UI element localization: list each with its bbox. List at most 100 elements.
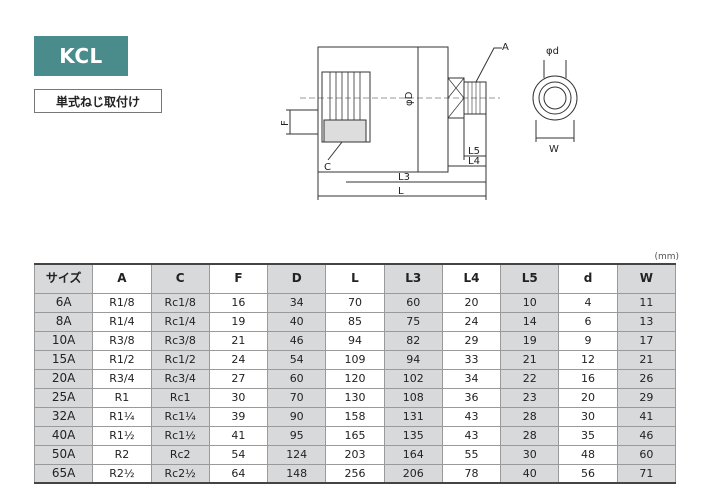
cell-L3: 102 <box>383 368 443 389</box>
cell-L4: 20 <box>441 292 502 313</box>
cell-d: 6 <box>558 311 618 332</box>
label-F: F <box>280 120 291 126</box>
cell-size: 15A <box>33 349 94 370</box>
cell-F: 24 <box>208 349 269 370</box>
cell-L3: 164 <box>383 444 443 465</box>
cell-d: 4 <box>558 292 618 313</box>
body-outline <box>317 46 449 173</box>
header-F: F <box>208 263 269 294</box>
cell-size: 65A <box>33 463 94 484</box>
cell-C: Rc1¼ <box>150 406 210 427</box>
cell-L4: 24 <box>441 311 502 332</box>
cell-L5: 30 <box>500 444 560 465</box>
model-name: KCL <box>59 44 103 68</box>
label-phi-d: φd <box>546 46 559 57</box>
cell-W: 71 <box>616 463 677 484</box>
cell-L4: 43 <box>441 406 502 427</box>
cell-F: 54 <box>208 444 269 465</box>
cell-C: Rc1 <box>150 387 210 408</box>
cell-size: 10A <box>33 330 94 351</box>
cell-d: 16 <box>558 368 618 389</box>
cell-C: Rc2 <box>150 444 210 465</box>
cell-F: 27 <box>208 368 269 389</box>
cell-D: 54 <box>267 349 327 370</box>
cell-D: 90 <box>267 406 327 427</box>
cell-L4: 55 <box>441 444 502 465</box>
cell-L: 130 <box>325 387 385 408</box>
label-A: A <box>502 42 509 53</box>
cell-D: 95 <box>267 425 327 446</box>
label-W: W <box>549 144 559 155</box>
cell-C: Rc3/8 <box>150 330 210 351</box>
cell-L: 120 <box>325 368 385 389</box>
cell-d: 30 <box>558 406 618 427</box>
unit-label: (mm) <box>654 252 679 262</box>
cell-D: 46 <box>267 330 327 351</box>
technical-drawing: A φd φD F C L3 L L4 L5 W <box>280 42 578 200</box>
cell-L4: 33 <box>441 349 502 370</box>
cell-size: 20A <box>33 368 94 389</box>
cell-d: 20 <box>558 387 618 408</box>
cell-L4: 34 <box>441 368 502 389</box>
cell-C: Rc1/4 <box>150 311 210 332</box>
cell-L5: 19 <box>500 330 560 351</box>
mounting-type-text: 単式ねじ取付け <box>55 94 140 109</box>
cell-F: 39 <box>208 406 269 427</box>
label-phi-D: φD <box>404 91 415 106</box>
cell-L: 85 <box>325 311 385 332</box>
cell-A: R2½ <box>92 463 152 484</box>
cell-F: 64 <box>208 463 269 484</box>
model-badge: KCL <box>34 36 128 76</box>
cell-W: 26 <box>616 368 677 389</box>
cell-L: 256 <box>325 463 385 484</box>
cell-W: 17 <box>616 330 677 351</box>
cell-size: 6A <box>33 292 94 313</box>
cell-size: 25A <box>33 387 94 408</box>
cell-F: 41 <box>208 425 269 446</box>
cell-L4: 78 <box>441 463 502 484</box>
cell-L4: 43 <box>441 425 502 446</box>
cell-L3: 131 <box>383 406 443 427</box>
cell-L3: 135 <box>383 425 443 446</box>
cell-A: R3/8 <box>92 330 152 351</box>
cell-d: 12 <box>558 349 618 370</box>
cell-L5: 23 <box>500 387 560 408</box>
cell-size: 50A <box>33 444 94 465</box>
cell-A: R1/8 <box>92 292 152 313</box>
cell-D: 60 <box>267 368 327 389</box>
cell-W: 41 <box>616 406 677 427</box>
cell-L: 158 <box>325 406 385 427</box>
cell-d: 48 <box>558 444 618 465</box>
cell-D: 70 <box>267 387 327 408</box>
cell-C: Rc2½ <box>150 463 210 484</box>
side-view-outer <box>532 75 578 121</box>
cell-L: 109 <box>325 349 385 370</box>
header-W: W <box>616 263 677 294</box>
cell-W: 13 <box>616 311 677 332</box>
cell-L5: 10 <box>500 292 560 313</box>
cell-L3: 94 <box>383 349 443 370</box>
cell-L5: 28 <box>500 425 560 446</box>
cell-d: 35 <box>558 425 618 446</box>
cell-L5: 21 <box>500 349 560 370</box>
header-L5: L5 <box>500 263 560 294</box>
cell-W: 60 <box>616 444 677 465</box>
cell-L5: 28 <box>500 406 560 427</box>
header-C: C <box>150 263 210 294</box>
cell-A: R3/4 <box>92 368 152 389</box>
cell-A: R1½ <box>92 425 152 446</box>
table-header-row: サイズ A C F D L L3 L4 L5 d W <box>33 263 677 294</box>
cell-C: Rc1/8 <box>150 292 210 313</box>
cell-L5: 14 <box>500 311 560 332</box>
header-A: A <box>92 263 152 294</box>
cell-A: R1¼ <box>92 406 152 427</box>
cell-L3: 75 <box>383 311 443 332</box>
label-C: C <box>324 162 331 173</box>
